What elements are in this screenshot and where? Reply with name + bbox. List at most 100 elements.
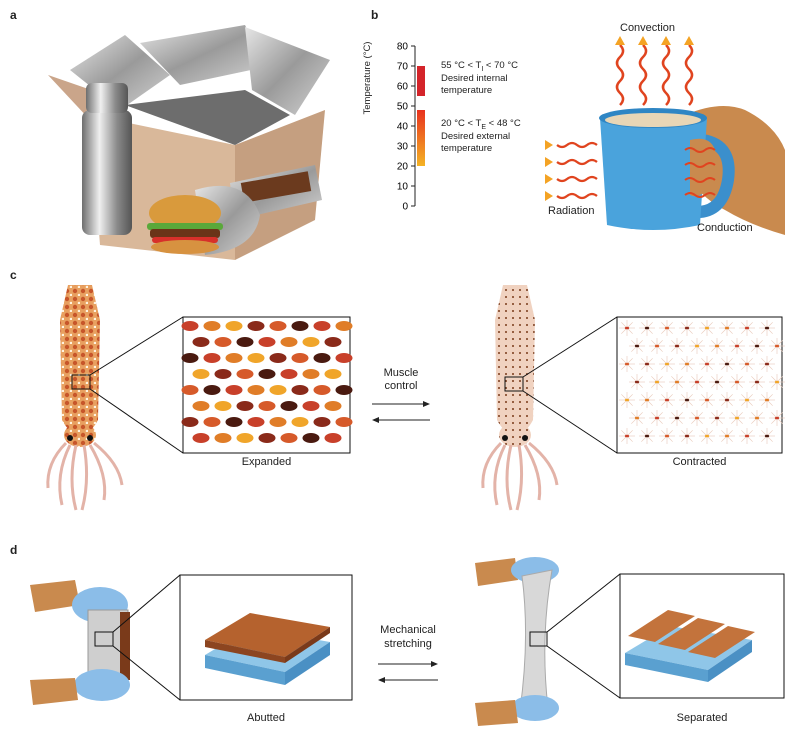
chromatophore-expanded bbox=[302, 369, 320, 379]
contracted-inset bbox=[616, 316, 783, 454]
foil-flap-back bbox=[140, 25, 265, 85]
chromatophore-contracted bbox=[669, 410, 685, 426]
chromatophore-contracted bbox=[649, 338, 665, 354]
chromatophore-contracted bbox=[619, 428, 635, 444]
abutted-illustration bbox=[30, 574, 353, 705]
chromatophore-contracted bbox=[759, 428, 775, 444]
burger-bun-top bbox=[149, 195, 221, 231]
chromatophore-contracted bbox=[759, 320, 775, 336]
chromatophore-expanded bbox=[258, 337, 276, 347]
chromatophore-contracted bbox=[689, 374, 705, 390]
chromatophore-expanded bbox=[335, 321, 353, 331]
chromatophore-contracted bbox=[689, 410, 705, 426]
chromatophore-expanded bbox=[324, 401, 342, 411]
panel-letter-b: b bbox=[371, 8, 379, 22]
chromatophore-contracted bbox=[689, 338, 705, 354]
chromatophore-contracted bbox=[719, 428, 735, 444]
muscle-control-label-1: Muscle bbox=[383, 367, 419, 379]
external-desc-2: temperature bbox=[441, 143, 493, 154]
chromatophore-contracted bbox=[759, 392, 775, 408]
chromatophore-contracted bbox=[749, 410, 765, 426]
chromatophore-contracted bbox=[729, 410, 745, 426]
chromatophore-expanded bbox=[313, 353, 331, 363]
chromatophore-contracted bbox=[719, 320, 735, 336]
chromatophore-expanded bbox=[291, 353, 309, 363]
burger-lettuce bbox=[147, 223, 223, 230]
chromatophore-contracted bbox=[699, 320, 715, 336]
chromatophore-expanded bbox=[258, 369, 276, 379]
chromatophore-contracted bbox=[709, 338, 725, 354]
chromatophore-expanded bbox=[203, 385, 221, 395]
chromatophore-expanded bbox=[236, 401, 254, 411]
chromatophore-contracted bbox=[699, 356, 715, 372]
chromatophore-contracted bbox=[769, 338, 785, 354]
chromatophore-expanded bbox=[192, 337, 210, 347]
mechanical-stretching-label-1: Mechanical bbox=[380, 624, 436, 636]
chromatophore-expanded bbox=[269, 321, 287, 331]
chromatophore-contracted bbox=[649, 410, 665, 426]
chromatophore-expanded bbox=[181, 385, 199, 395]
temperature-tick-label: 40 bbox=[397, 122, 409, 133]
radiation-arrows bbox=[556, 141, 598, 200]
separated-label: Separated bbox=[676, 712, 728, 724]
chromatophore-expanded bbox=[269, 353, 287, 363]
external-temp-bar bbox=[417, 110, 425, 166]
chromatophore-expanded bbox=[313, 321, 331, 331]
chromatophore-expanded bbox=[247, 321, 265, 331]
packaging-illustration bbox=[48, 25, 330, 260]
chromatophore-contracted bbox=[639, 356, 655, 372]
convection-label: Convection bbox=[620, 22, 676, 34]
squid-tentacles bbox=[46, 441, 124, 511]
panel-letter-c: c bbox=[10, 268, 17, 282]
chromatophore-expanded bbox=[181, 321, 199, 331]
chromatophore-contracted bbox=[679, 428, 695, 444]
chromatophore-expanded bbox=[236, 369, 254, 379]
chromatophore-expanded bbox=[269, 417, 287, 427]
chromatophore-expanded bbox=[247, 417, 265, 427]
conduction-label: Conduction bbox=[697, 222, 753, 234]
internal-desc-2: temperature bbox=[441, 85, 493, 96]
chromatophore-expanded bbox=[181, 353, 199, 363]
chromatophore-expanded bbox=[203, 417, 221, 427]
muscle-control-label-2: control bbox=[384, 380, 418, 392]
glove-bottom bbox=[74, 669, 130, 701]
temperature-tick-label: 50 bbox=[397, 102, 409, 113]
chromatophore-expanded bbox=[291, 417, 309, 427]
chromatophore-contracted bbox=[629, 374, 645, 390]
chromatophore-expanded bbox=[247, 353, 265, 363]
chromatophore-expanded bbox=[225, 321, 243, 331]
chromatophore-contracted bbox=[619, 392, 635, 408]
chromatophore-expanded bbox=[214, 369, 232, 379]
reversible-arrows-d bbox=[378, 661, 438, 683]
chromatophore-contracted bbox=[639, 320, 655, 336]
chromatophore-expanded bbox=[258, 401, 276, 411]
temperature-tick-label: 20 bbox=[397, 162, 409, 173]
chromatophore-contracted bbox=[749, 338, 765, 354]
temperature-tick-label: 80 bbox=[397, 42, 409, 53]
chromatophore-contracted bbox=[729, 374, 745, 390]
chromatophore-contracted bbox=[659, 428, 675, 444]
chromatophore-expanded bbox=[258, 433, 276, 443]
chromatophore-expanded bbox=[335, 385, 353, 395]
radiation-label: Radiation bbox=[548, 205, 595, 217]
chromatophore-contracted bbox=[659, 392, 675, 408]
temperature-tick-label: 0 bbox=[402, 202, 408, 213]
chromatophore-contracted bbox=[659, 356, 675, 372]
chromatophore-expanded bbox=[225, 385, 243, 395]
chromatophore-expanded bbox=[225, 417, 243, 427]
chromatophore-contracted bbox=[739, 320, 755, 336]
chromatophore-contracted bbox=[749, 374, 765, 390]
burger-patty bbox=[150, 229, 220, 238]
temperature-tick-label: 60 bbox=[397, 82, 409, 93]
chromatophore-contracted bbox=[769, 374, 785, 390]
panel-letter-d: d bbox=[10, 543, 18, 557]
convection-arrows bbox=[615, 44, 694, 106]
chromatophore-expanded bbox=[236, 433, 254, 443]
chromatophore-contracted bbox=[619, 320, 635, 336]
chromatophore-expanded bbox=[269, 385, 287, 395]
mug-body bbox=[600, 118, 707, 230]
panel-letter-a: a bbox=[10, 8, 17, 22]
chromatophore-contracted bbox=[719, 356, 735, 372]
chromatophore-contracted bbox=[729, 338, 745, 354]
chromatophore-contracted bbox=[769, 410, 785, 426]
